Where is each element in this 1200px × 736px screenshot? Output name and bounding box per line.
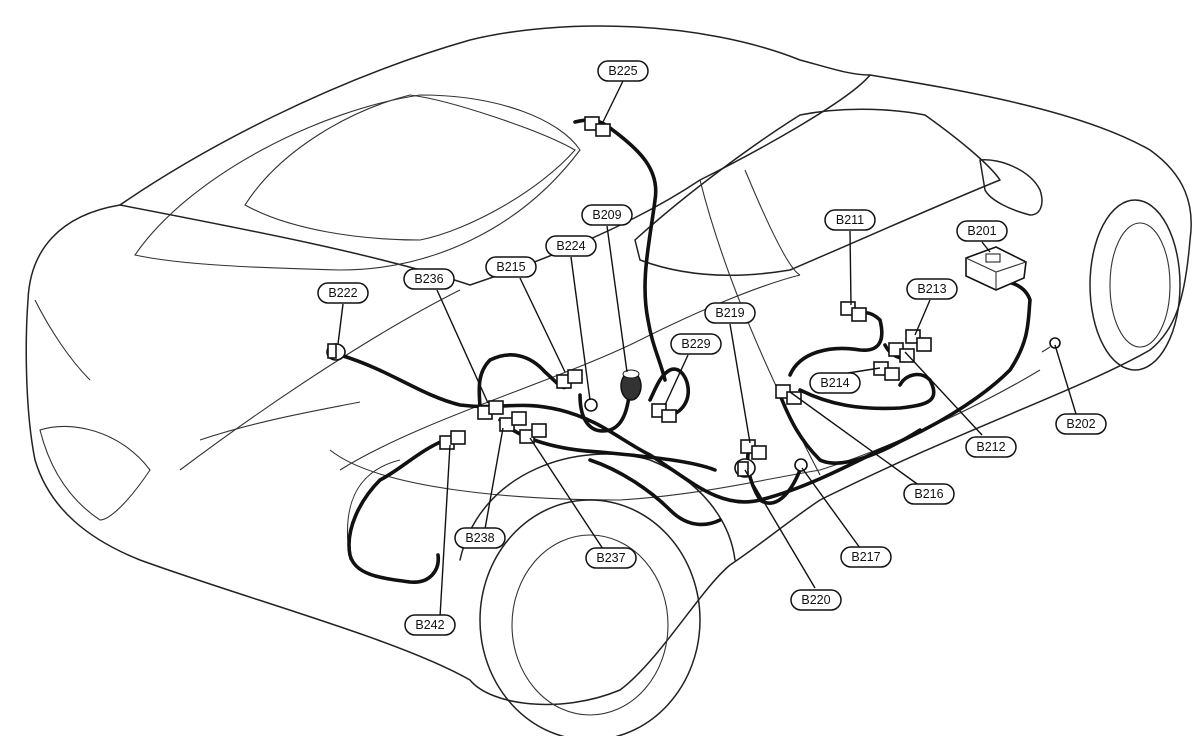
svg-text:B220: B220 [801, 593, 830, 607]
connector-icon [477, 400, 504, 420]
svg-text:B222: B222 [328, 286, 357, 300]
connector-icon [519, 423, 547, 444]
callouts: B225 B209 B211 B201 B224 B215 B236 B213 … [317, 60, 1107, 636]
svg-text:B215: B215 [496, 260, 525, 274]
callout-b222: B222 [317, 282, 369, 304]
svg-text:B225: B225 [608, 64, 637, 78]
svg-text:B237: B237 [596, 551, 625, 565]
svg-text:B202: B202 [1066, 417, 1095, 431]
callout-b237: B237 [585, 547, 637, 569]
svg-text:B209: B209 [592, 208, 621, 222]
ground-terminal-icon [1041, 337, 1061, 353]
svg-text:B212: B212 [976, 440, 1005, 454]
ground-terminal-icon [794, 458, 808, 472]
connector-icon [734, 458, 756, 478]
connector-icon [873, 361, 900, 381]
callout-b213: B213 [906, 278, 958, 300]
svg-text:B224: B224 [556, 239, 585, 253]
svg-text:B229: B229 [681, 337, 710, 351]
callout-b214: B214 [809, 372, 861, 394]
callout-b209: B209 [581, 204, 633, 226]
svg-text:B211: B211 [836, 213, 864, 227]
callout-b215: B215 [485, 256, 537, 278]
components [326, 116, 1061, 478]
svg-text:B201: B201 [967, 224, 996, 238]
svg-text:B219: B219 [715, 306, 744, 320]
callout-b224: B224 [545, 235, 597, 257]
connector-icon [326, 343, 346, 361]
svg-text:B238: B238 [465, 531, 494, 545]
callout-b201: B201 [956, 220, 1008, 242]
connector-icon [840, 301, 867, 322]
connector-icon [888, 342, 915, 363]
callout-b225: B225 [597, 60, 649, 82]
callout-b219: B219 [704, 302, 756, 324]
connector-icon [499, 411, 527, 432]
callout-b217: B217 [840, 546, 892, 568]
connector-icon [905, 329, 932, 352]
connector-icon [584, 116, 611, 137]
svg-text:B242: B242 [415, 618, 444, 632]
connector-icon [775, 384, 802, 405]
connector-icon [620, 369, 642, 401]
leader-lines [337, 80, 1077, 618]
callout-b211: B211 [824, 209, 876, 231]
connector-icon [651, 403, 677, 423]
callout-b220: B220 [790, 589, 842, 611]
connector-icon [556, 369, 583, 389]
svg-text:B216: B216 [914, 487, 943, 501]
callout-b202: B202 [1055, 413, 1107, 435]
svg-text:B217: B217 [851, 550, 880, 564]
callout-b212: B212 [965, 436, 1017, 458]
callout-b216: B216 [903, 483, 955, 505]
ground-terminal-icon [584, 398, 598, 412]
svg-text:B213: B213 [917, 282, 946, 296]
connector-icon [740, 439, 767, 460]
callout-b238: B238 [454, 527, 506, 549]
svg-text:B214: B214 [820, 376, 849, 390]
callout-b236: B236 [403, 268, 455, 290]
callout-b242: B242 [404, 614, 456, 636]
connector-icon [439, 430, 466, 450]
svg-text:B236: B236 [414, 272, 443, 286]
control-module-icon [965, 246, 1027, 291]
callout-b229: B229 [670, 333, 722, 355]
